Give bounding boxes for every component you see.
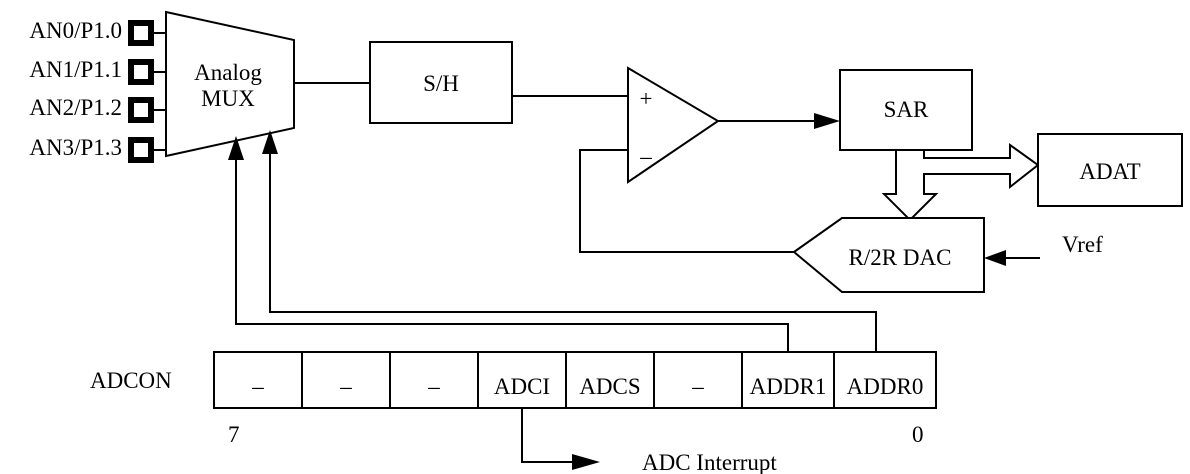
sample-hold-block: S/H: [369, 41, 513, 124]
addr0-select-wire: [269, 148, 877, 352]
pin-terminal-hole: [134, 143, 148, 157]
register-bit-4: ADCI: [494, 374, 550, 399]
comparator: + –: [627, 66, 720, 184]
adcon-register: ADCON – – – ADCI ADCS – ADDR1 ADDR0 7 0: [90, 351, 937, 447]
pin-label-an0: AN0/P1.0: [29, 18, 122, 43]
input-pins: AN0/P1.0 AN1/P1.1 AN2/P1.2 AN3/P1.3: [29, 18, 166, 163]
interrupt-wire: [521, 408, 578, 463]
arrow-up-icon: [262, 130, 278, 154]
register-frame: [213, 351, 937, 409]
dac-label: R/2R DAC: [849, 245, 952, 270]
register-bit-1: ADDR1: [750, 374, 827, 399]
dac-feedback-wire: [579, 149, 794, 253]
comparator-shape: [627, 66, 720, 184]
sh-label: S/H: [423, 71, 459, 96]
arrow-left-icon: [984, 250, 1006, 266]
mux-label-line1: Analog: [194, 60, 262, 85]
addr1-select-wire: [235, 154, 789, 352]
pin-terminal-hole: [134, 65, 148, 79]
pin-terminal-hole: [134, 103, 148, 117]
register-name: ADCON: [90, 368, 172, 393]
pin-an3: AN3/P1.3: [29, 135, 166, 163]
register-lsb-index: 0: [912, 422, 924, 447]
interrupt-label: ADC Interrupt: [642, 450, 777, 474]
sh-box: [369, 41, 513, 124]
sar-block: SAR: [839, 69, 973, 151]
pin-terminal-hole: [134, 26, 148, 40]
pin-an1: AN1/P1.1: [29, 57, 166, 85]
comparator-plus-label: +: [640, 86, 653, 111]
arrow-right-icon: [572, 454, 600, 470]
sar-label: SAR: [884, 97, 929, 122]
arrow-right-icon: [814, 113, 840, 129]
vref-label: Vref: [1062, 232, 1103, 257]
arrow-up-icon: [228, 136, 244, 160]
adat-block: ADAT: [1037, 133, 1183, 207]
sar-bus-arrow-icon: [881, 143, 1040, 222]
register-bit-0: ADDR0: [847, 374, 924, 399]
register-bit-6: –: [339, 374, 352, 399]
sar-box: [839, 69, 973, 151]
pin-label-an2: AN2/P1.2: [29, 95, 122, 120]
adat-box: [1037, 133, 1183, 207]
pin-an0: AN0/P1.0: [29, 18, 166, 46]
register-bit-3: ADCS: [579, 374, 640, 399]
mux-shape: [165, 10, 295, 158]
dac-block: R/2R DAC: [792, 217, 985, 293]
adat-label: ADAT: [1079, 159, 1140, 184]
register-msb-index: 7: [228, 422, 240, 447]
register-bit-2: –: [691, 374, 704, 399]
pin-label-an1: AN1/P1.1: [29, 57, 122, 82]
comparator-minus-label: –: [639, 144, 652, 169]
register-bit-7: –: [251, 374, 264, 399]
analog-mux: Analog MUX: [165, 10, 295, 158]
mux-label-line2: MUX: [201, 86, 255, 111]
pin-an2: AN2/P1.2: [29, 95, 166, 123]
register-bit-5: –: [427, 374, 440, 399]
pin-label-an3: AN3/P1.3: [29, 135, 122, 160]
dac-shape: [792, 217, 985, 293]
